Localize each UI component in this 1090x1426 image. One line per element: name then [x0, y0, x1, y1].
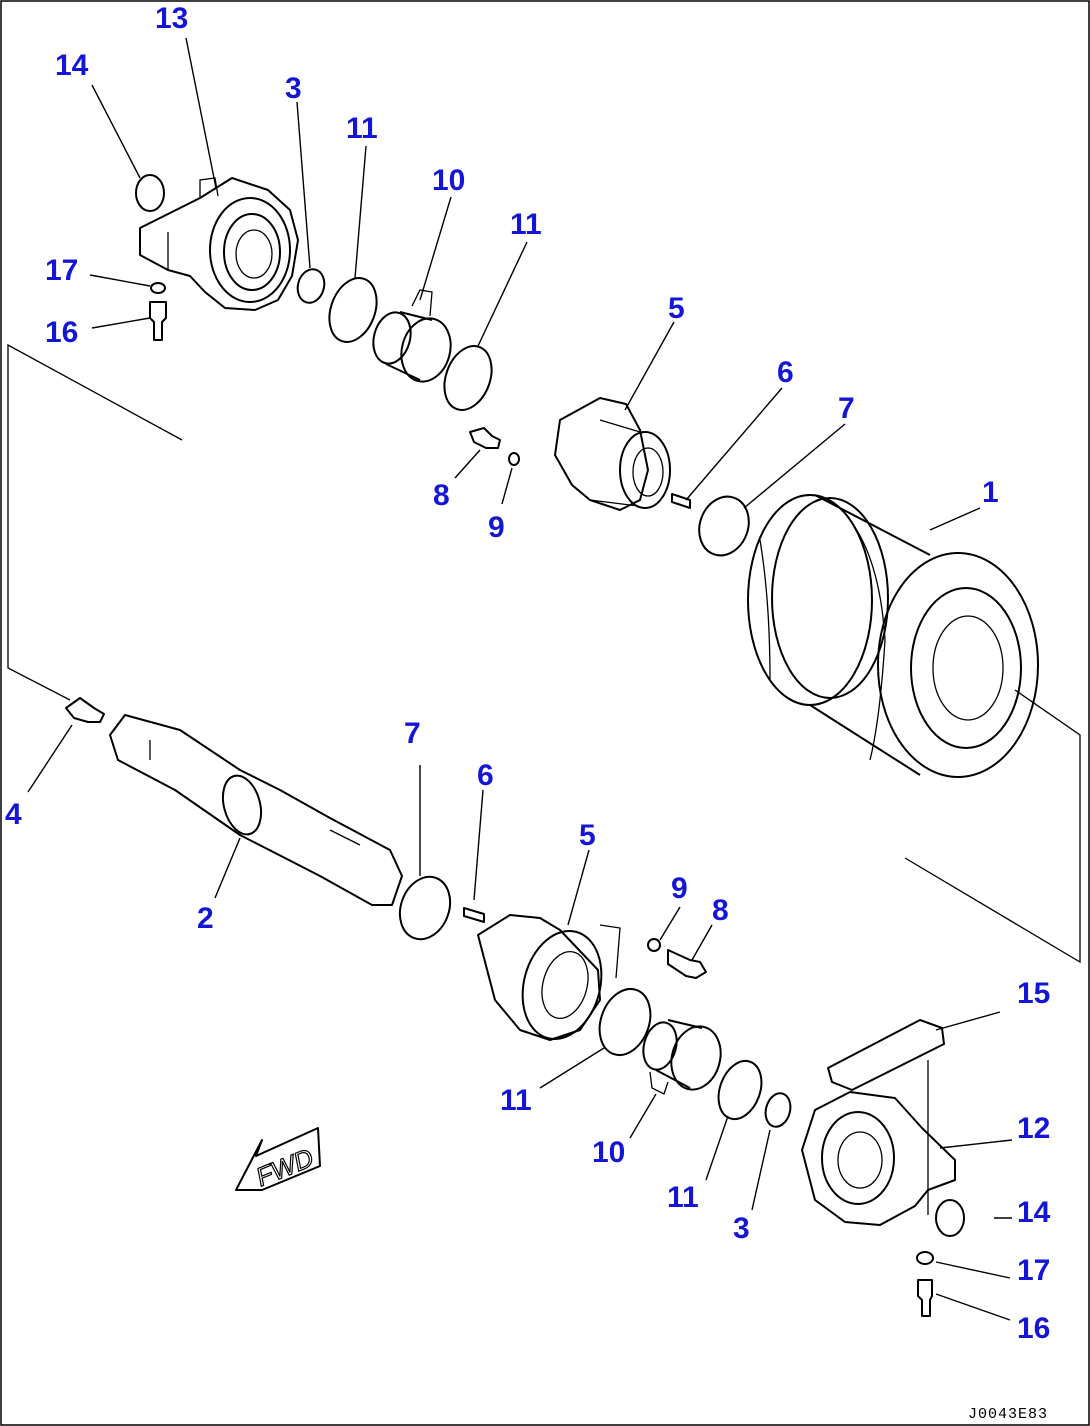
part-6-pin-lower	[463, 907, 485, 923]
part-16-bolt-upper	[149, 301, 167, 341]
part-5-bushing-upper	[554, 397, 671, 511]
callout-11-lower-b: 11	[667, 1181, 699, 1214]
callout-10-upper: 10	[432, 164, 465, 197]
part-15-plate	[827, 1019, 945, 1091]
assembly-line-lower	[599, 924, 621, 979]
callout-7-lower: 7	[404, 717, 421, 750]
callout-10-lower: 10	[592, 1136, 625, 1169]
part-7-ring-upper	[698, 495, 750, 557]
callout-11-upper-a: 11	[346, 112, 378, 145]
part-5-bushing-lower	[477, 914, 603, 1041]
callout-4: 4	[5, 798, 22, 831]
drawing-id: J0043E83	[968, 1406, 1048, 1423]
callout-5-upper: 5	[668, 292, 685, 325]
part-11-ring-upper-a	[328, 277, 378, 343]
part-11-ring-lower-a	[598, 988, 652, 1056]
part-8-bolt-lower	[667, 949, 707, 979]
part-13-collar	[139, 177, 299, 311]
callout-11-upper-b: 11	[510, 208, 542, 241]
part-16-bolt-lower	[917, 1279, 933, 1317]
part-11-ring-upper-b	[443, 345, 493, 411]
assembly-phantom-lines	[7, 343, 1081, 964]
part-10-seal-lower	[642, 1019, 722, 1095]
part-2-shaft	[109, 714, 403, 906]
part-10-seal-upper	[372, 289, 452, 383]
part-14-plug-upper	[135, 174, 165, 212]
callout-labels: 13 14 3 11 10 11 17 16 5 6 7 1 8 9 4 7 6…	[5, 2, 1051, 1345]
callout-7-upper: 7	[838, 392, 855, 425]
part-9-washer-lower	[647, 938, 661, 952]
callout-5-lower: 5	[579, 819, 596, 852]
part-3-ring-upper	[296, 268, 326, 304]
callout-16-lower: 16	[1017, 1312, 1050, 1345]
callout-17-lower: 17	[1017, 1254, 1050, 1287]
part-1-roller	[747, 494, 1039, 778]
callout-14-upper: 14	[55, 49, 89, 82]
callout-16-upper: 16	[45, 316, 78, 349]
callout-14-lower: 14	[1017, 1196, 1051, 1229]
part-4-plug	[65, 697, 105, 723]
part-17-washer-upper	[150, 282, 166, 294]
fwd-arrow-icon: FWD	[235, 1127, 321, 1193]
callout-8-lower: 8	[712, 894, 729, 927]
callout-13-upper: 13	[155, 2, 188, 35]
callout-9-lower: 9	[671, 872, 688, 905]
part-11-ring-lower-b	[717, 1059, 763, 1121]
callout-2: 2	[197, 902, 214, 935]
part-14-plug-lower	[935, 1199, 965, 1237]
callout-3-lower: 3	[733, 1212, 750, 1245]
callout-15: 15	[1017, 977, 1050, 1010]
part-7-ring-lower	[398, 875, 452, 941]
callout-12: 12	[1017, 1112, 1050, 1145]
callout-8-upper: 8	[433, 479, 450, 512]
callout-6-lower: 6	[477, 759, 494, 792]
callout-3-upper: 3	[285, 72, 302, 105]
callout-1: 1	[982, 476, 999, 509]
callout-9-upper: 9	[488, 511, 505, 544]
leader-lines	[27, 37, 1013, 1321]
part-9-washer-upper	[508, 452, 520, 466]
fwd-label: FWD	[252, 1142, 318, 1192]
part-12-collar	[801, 1060, 956, 1226]
callout-6-upper: 6	[777, 356, 794, 389]
part-8-bolt-upper	[469, 427, 501, 449]
part-3-ring-lower	[764, 1092, 792, 1128]
part-17-washer-lower	[916, 1251, 934, 1265]
part-6-pin-upper	[671, 493, 691, 509]
callout-11-lower-a: 11	[500, 1084, 532, 1117]
callout-17-upper: 17	[45, 254, 78, 287]
